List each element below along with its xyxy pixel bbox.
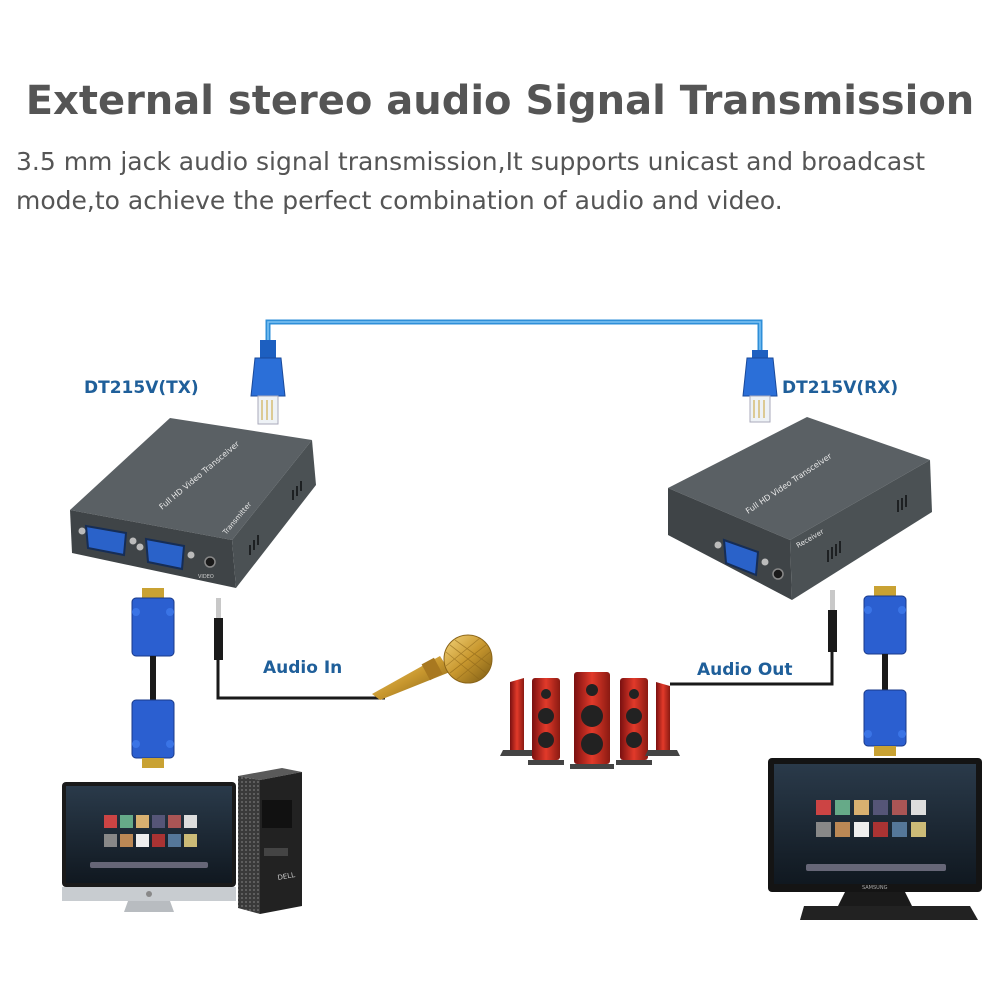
speaker-center xyxy=(570,672,614,769)
monitor-brand: SAMSUNG xyxy=(862,885,888,891)
rx-vga-port xyxy=(722,538,760,577)
tx-vents xyxy=(249,481,302,555)
monitor-left xyxy=(62,782,236,912)
tx-audio-jack xyxy=(204,556,216,568)
speaker-set-icon xyxy=(500,672,680,769)
page-subtitle: 3.5 mm jack audio signal transmission,It… xyxy=(16,147,926,215)
rx-transceiver-box: Full HD Video Transceiver Receiver xyxy=(668,417,932,600)
speaker-stand-right xyxy=(645,682,680,756)
speaker-left xyxy=(528,678,564,765)
pc-tower: DELL xyxy=(238,768,302,914)
audio-in-cable xyxy=(214,598,385,700)
network-cable xyxy=(265,319,763,355)
rx-audio-jack xyxy=(772,568,784,580)
tx-port-label: VIDEO xyxy=(198,574,214,580)
microphone-icon xyxy=(372,634,493,700)
speaker-right xyxy=(616,678,652,765)
rj45-connector-tx xyxy=(250,340,286,425)
rx-vents xyxy=(827,495,907,562)
tx-vga-port-1 xyxy=(84,524,128,557)
tx-vga-port-2 xyxy=(144,537,186,571)
tx-device-label: DT215V(TX) xyxy=(84,378,199,398)
audio-in-label: Audio In xyxy=(263,658,343,678)
monitor-left-album-grid xyxy=(104,815,197,847)
vga-cable-right xyxy=(863,586,907,756)
pc-brand: DELL xyxy=(277,871,296,882)
monitor-right: SAMSUNG xyxy=(768,758,982,920)
vga-cable-left xyxy=(131,588,175,768)
audio-out-label: Audio Out xyxy=(697,660,793,680)
monitor-right-album-grid xyxy=(816,800,926,837)
tx-transceiver-box: Full HD Video Transceiver Transmitter VI… xyxy=(70,418,316,588)
page-title: External stereo audio Signal Transmissio… xyxy=(25,78,975,124)
audio-out-cable xyxy=(670,590,837,686)
rj45-connector-rx xyxy=(742,350,778,423)
speaker-stand-left xyxy=(500,678,535,756)
rx-device-label: DT215V(RX) xyxy=(782,378,899,398)
